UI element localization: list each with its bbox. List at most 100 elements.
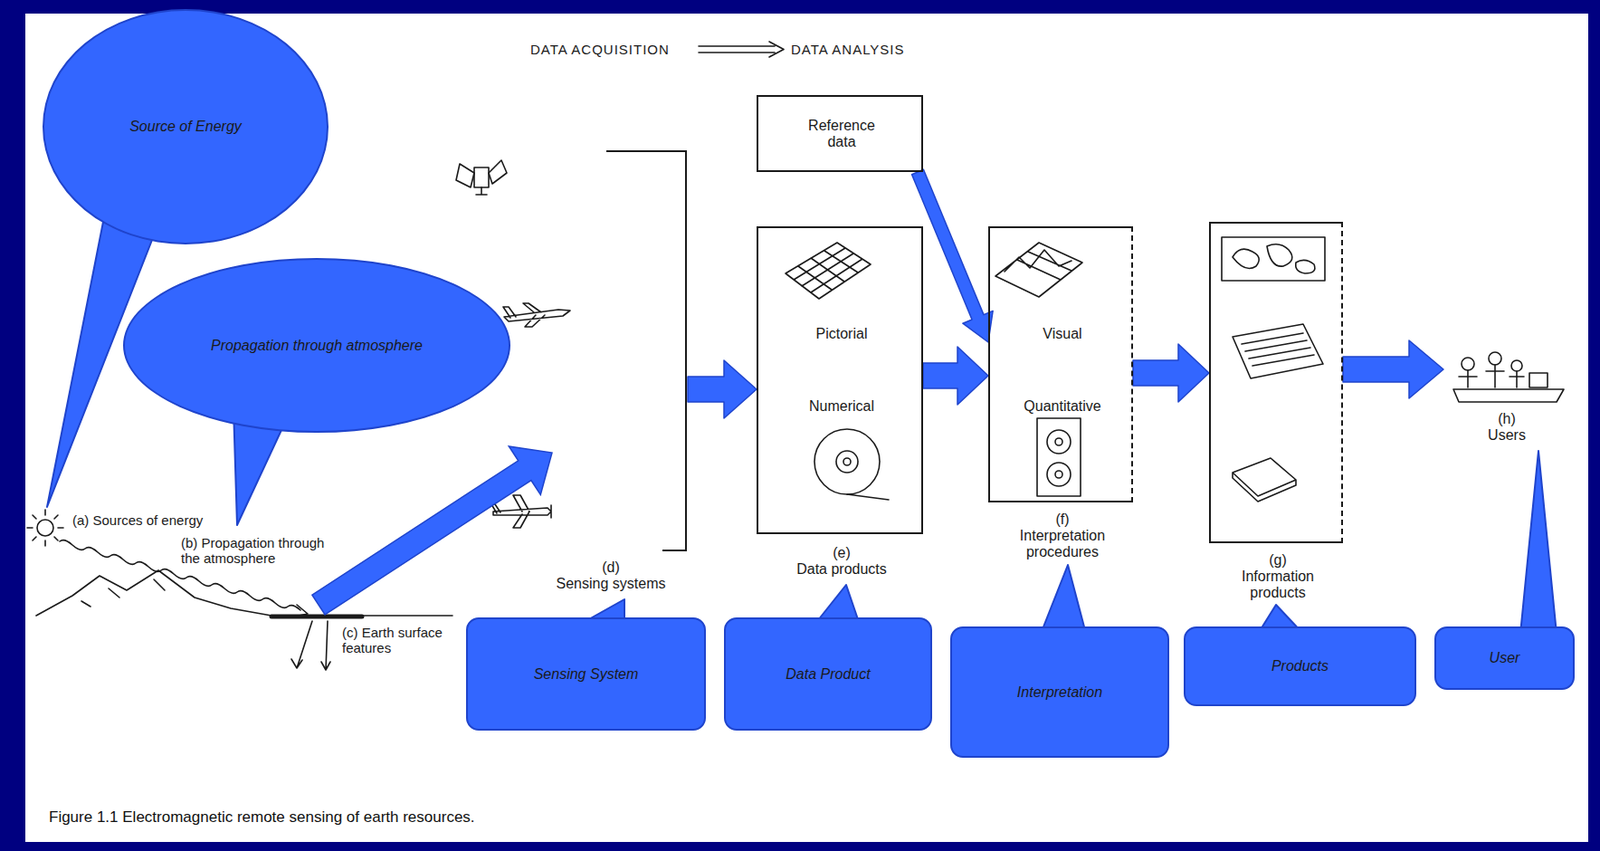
label-slot: DATA ACQUISITION [530, 41, 703, 58]
label-slot: (b) Propagation through the atmosphere [180, 534, 340, 566]
tape-end [847, 494, 889, 500]
figure-label: Sensing systems [533, 575, 688, 592]
figure-label: (h) [1443, 410, 1571, 428]
box-label: Pictorial [758, 325, 925, 343]
tape-spindle [843, 457, 851, 466]
satellite-icon [456, 160, 507, 195]
flow-arrow [912, 169, 994, 343]
process-box: Reference data [756, 95, 924, 172]
jet-outline [503, 303, 571, 327]
desk-icon [1453, 389, 1564, 402]
sun-rays [27, 509, 64, 546]
text-slot: Data products [758, 561, 925, 578]
tape-hub [836, 450, 858, 473]
figure-label: (a) Sources of energy [72, 512, 227, 528]
label-slot: DATA ANALYSIS [790, 41, 963, 58]
process-box: (g)Information products [1209, 221, 1343, 543]
tape-unit [1037, 418, 1081, 496]
figure-label: Interpretation procedures [1008, 527, 1117, 561]
stage-heading: DATA ANALYSIS [790, 41, 963, 58]
figure-label: Users [1443, 427, 1571, 444]
process-box: VisualQuantitative(f)Interpretation proc… [988, 226, 1134, 503]
text-slot: (f) [990, 511, 1135, 528]
tape-unit-hub [1055, 438, 1063, 446]
process-box: PictorialNumerical(e)Data products [756, 226, 924, 534]
report-icon [1232, 323, 1324, 379]
callout-ellipse: Source of Energy [42, 9, 329, 245]
text-slot: Sensing systems [533, 575, 688, 592]
terrain-hatch [81, 579, 165, 607]
box-label: Quantitative [990, 398, 1135, 415]
text-slot: (g) [1210, 552, 1345, 569]
map-shapes [1232, 244, 1315, 274]
flow-double-arrow [698, 41, 784, 58]
icon-group: (h)Users [1443, 343, 1571, 408]
text-slot: Interpretation procedures [1008, 527, 1117, 561]
callout-box: Data Product [723, 617, 933, 731]
satellite-panels [456, 160, 507, 195]
text-slot: Numerical [758, 398, 925, 415]
box-label: Visual [990, 325, 1135, 343]
bracket-line [606, 151, 686, 551]
flow-arrow [1342, 340, 1444, 399]
callout-box: Interpretation [950, 626, 1170, 758]
earth-surface [271, 614, 362, 620]
callout-text: Data Product [785, 666, 870, 683]
person-head [1488, 352, 1502, 365]
figure-label: (d) [533, 559, 688, 576]
flow-arrow [687, 360, 757, 419]
monitor-icon [1529, 372, 1548, 388]
text-slot: (d) [533, 559, 688, 576]
flow-arrow [1133, 343, 1210, 402]
tape-unit-hub [1055, 470, 1063, 478]
box-label: Numerical [758, 398, 925, 415]
caption-slot: Figure 1.1 Electromagnetic remote sensin… [48, 808, 864, 827]
bracket-group: (d)Sensing systems [470, 149, 688, 553]
jet-icon [503, 303, 571, 327]
callout-tail [1040, 564, 1086, 634]
callout-ellipse: Propagation through atmosphere [123, 257, 511, 433]
callout-box: User [1434, 626, 1575, 690]
terrain-line [36, 570, 453, 616]
text-slot: (e) [758, 544, 925, 562]
person-bodies [1458, 364, 1524, 388]
text-slot: Information products [1223, 568, 1333, 601]
callout-text: Source of Energy [129, 118, 242, 135]
figure-label: (c) Earth surface features [342, 624, 460, 656]
map-icon [1221, 237, 1325, 281]
callout-text: Sensing System [533, 666, 639, 683]
terrain-icon [995, 242, 1083, 297]
image-icon [785, 242, 871, 299]
callout-box: Sensing System [466, 617, 706, 731]
text-slot: (h) [1443, 410, 1571, 428]
tape-unit-reel [1047, 429, 1071, 454]
text-slot: Visual [990, 325, 1135, 343]
figure-caption: Figure 1.1 Electromagnetic remote sensin… [48, 808, 864, 827]
book-icon [1232, 457, 1296, 502]
callout-text: Propagation through atmosphere [210, 337, 423, 354]
label-slot: (c) Earth surface features [342, 624, 460, 656]
callout-text: Products [1271, 657, 1329, 675]
figure-label: Information products [1223, 568, 1333, 601]
box-label: Reference data [796, 117, 887, 151]
text-slot: Reference data [796, 117, 887, 151]
figure-label: (e) [758, 544, 925, 562]
tape-reel [814, 428, 880, 495]
reflected-energy-arrow [312, 446, 553, 615]
transmitted-rays [291, 620, 331, 670]
bracket-outline [470, 149, 688, 553]
text-slot: Pictorial [758, 325, 925, 343]
figure-label: (b) Propagation through the atmosphere [180, 534, 340, 566]
tape-unit-reel [1047, 462, 1071, 486]
callout-box: Products [1183, 626, 1417, 706]
sun-symbol [37, 519, 54, 536]
satellite-body [474, 167, 489, 188]
label-slot: (a) Sources of energy [72, 512, 227, 528]
figure-label: Data products [758, 561, 925, 578]
flow-arrow [923, 346, 989, 405]
callout-tails [47, 217, 1557, 634]
person-head [1511, 360, 1523, 372]
text-slot: Quantitative [990, 398, 1135, 415]
callout-text: Interpretation [1017, 684, 1103, 701]
